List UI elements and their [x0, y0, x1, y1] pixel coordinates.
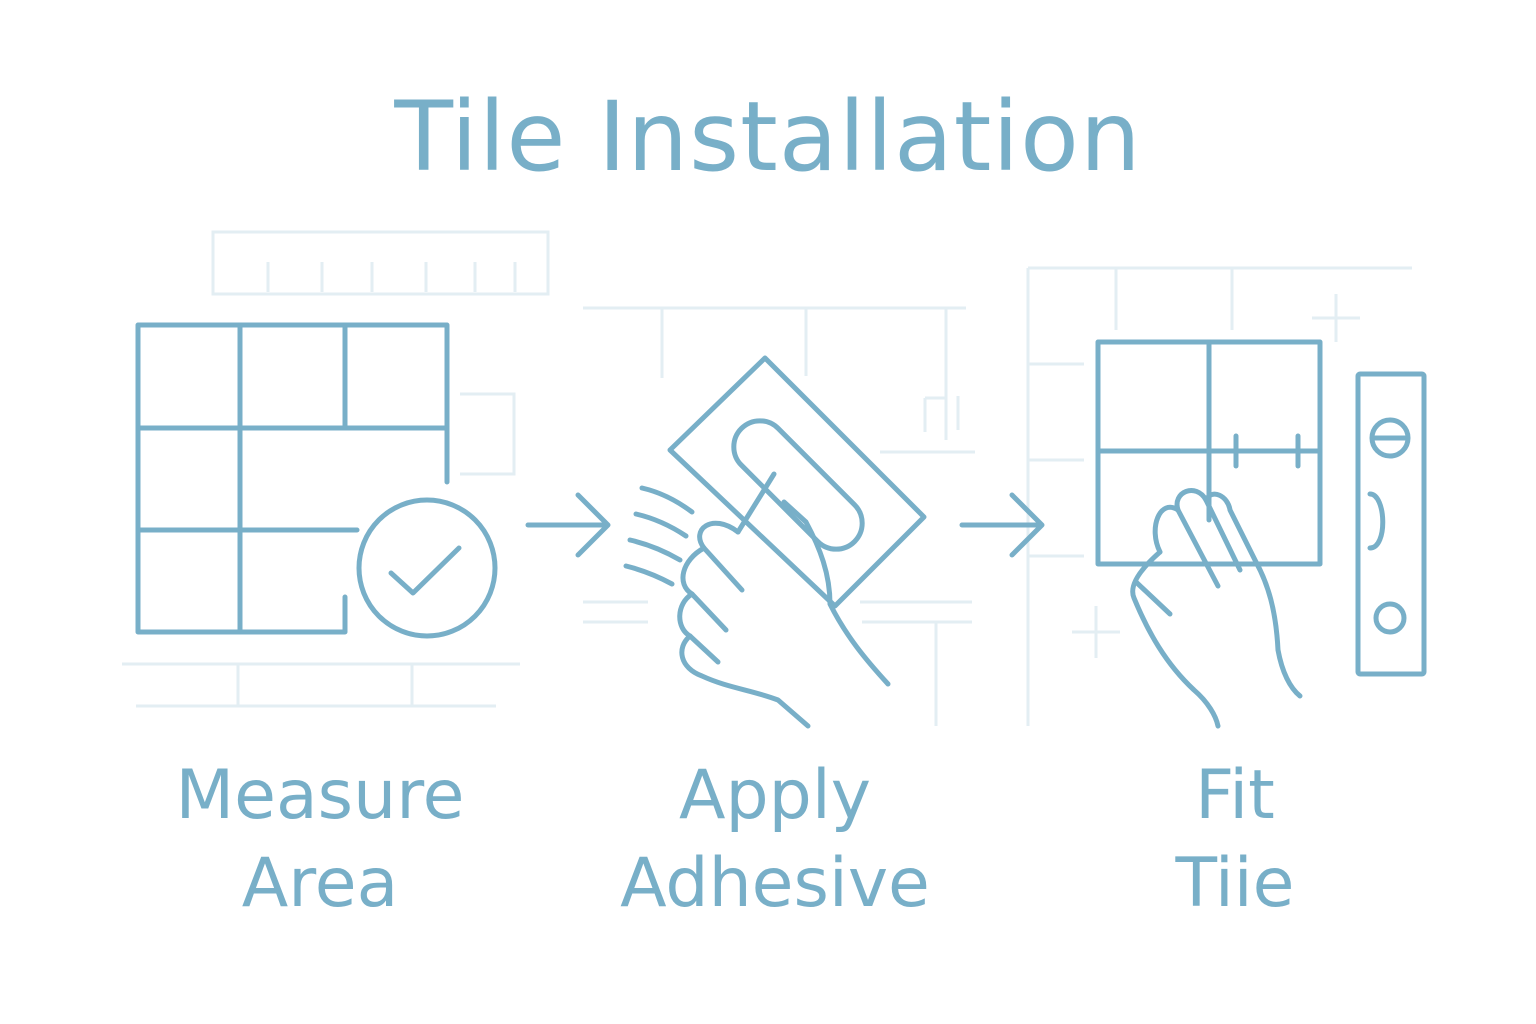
hand-fingers: [677, 520, 811, 729]
grid-outline: [135, 322, 450, 635]
checkmark-icon: [388, 545, 462, 596]
level-bubble-bottom: [1373, 601, 1407, 635]
page-title: Tile Installation: [394, 81, 1142, 193]
motion-line-1: [639, 485, 695, 515]
step-label-line-2: Tiie: [1175, 844, 1295, 923]
hand-fingers: [1152, 488, 1303, 699]
hand-palm: [1130, 549, 1221, 729]
trowel-hand-icon: [623, 355, 927, 729]
checkmark-circle-icon: [356, 497, 498, 639]
step-label-line-1: Fit: [1195, 756, 1275, 835]
hand-thumb: [735, 471, 891, 687]
trowel-handle: [731, 418, 865, 552]
finger-creases: [1133, 497, 1243, 617]
step-label-measure-area: Measure Area: [120, 752, 520, 928]
step-label-line-2: Area: [241, 844, 399, 923]
arrow-right-icon-1: [525, 492, 611, 558]
step-label-fit-tile: Fit Tiie: [1035, 752, 1435, 928]
step-label-apply-adhesive: Apply Adhesive: [570, 752, 980, 928]
trowel-blade: [667, 355, 927, 609]
step-label-line-1: Measure: [175, 756, 465, 835]
step-label-line-2: Adhesive: [620, 844, 930, 923]
tile-hand-level-icon: [1095, 339, 1427, 729]
step-label-line-1: Apply: [679, 756, 871, 835]
ruler-outline: [211, 230, 550, 296]
background-blueprint-lines: [122, 230, 1412, 726]
spirit-level-icon: [1355, 371, 1427, 677]
level-bubble-mid: [1367, 491, 1386, 551]
arrow-right-icon-2: [959, 492, 1045, 558]
tile-grid-check-icon: [135, 322, 498, 639]
finger-creases: [687, 545, 745, 665]
